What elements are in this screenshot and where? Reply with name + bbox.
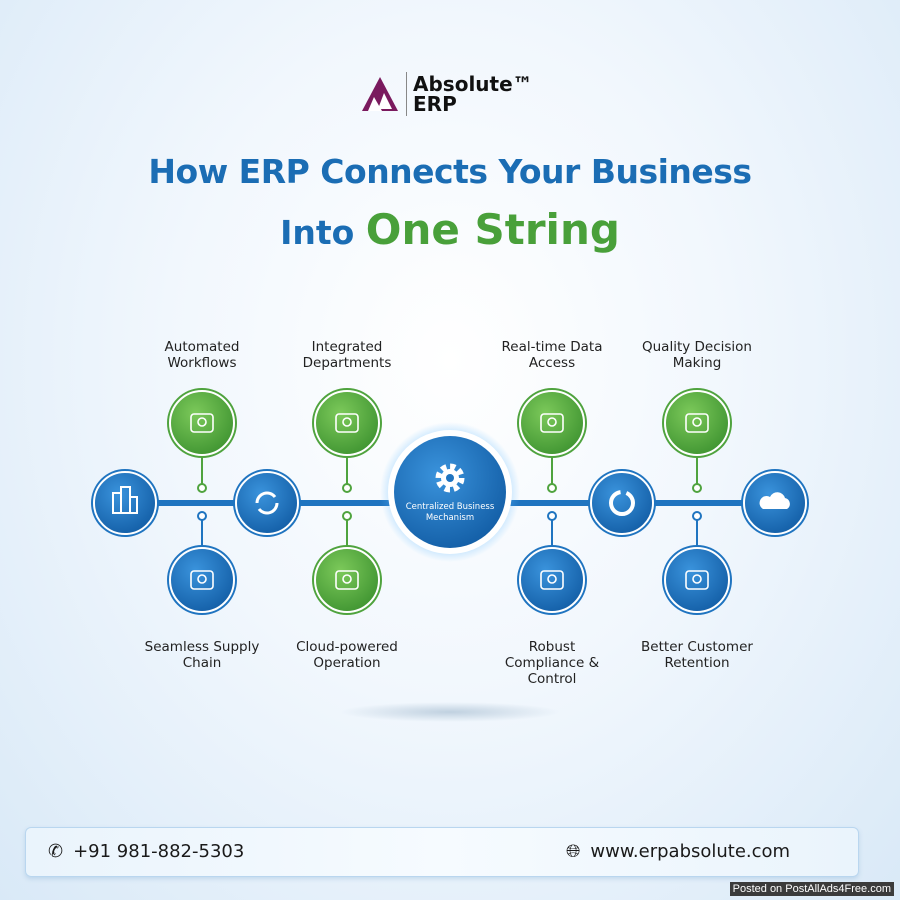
spine-node[interactable]	[233, 469, 301, 537]
connector-dot	[692, 483, 702, 493]
connector-dot	[342, 511, 352, 521]
feature-node-bottom[interactable]	[167, 545, 237, 615]
connector-dot	[342, 483, 352, 493]
feature-node-bottom[interactable]	[312, 545, 382, 615]
center-label: Centralized Business Mechanism	[405, 502, 495, 523]
feature-label-bottom: Cloud-powered Operation	[296, 639, 398, 671]
website-url: www.erpabsolute.com	[590, 841, 791, 862]
spine-node[interactable]	[588, 469, 656, 537]
title-highlight: One String	[365, 205, 620, 254]
feature-label-top: Quality Decision Making	[641, 339, 752, 371]
compliance-document-icon	[540, 570, 564, 590]
phone-number: +91 981-882-5303	[73, 841, 245, 862]
connector-dot	[197, 483, 207, 493]
title-prefix: Into	[280, 213, 355, 252]
feature-node-top[interactable]	[312, 388, 382, 458]
connector-dot	[547, 511, 557, 521]
phone-contact[interactable]: ✆ +91 981-882-5303	[48, 841, 244, 862]
center-node[interactable]	[380, 422, 520, 562]
workflow-gear-icon	[190, 413, 214, 433]
connector-dot	[692, 511, 702, 521]
connector-dot	[547, 483, 557, 493]
page-title-line2: Into One String	[0, 205, 900, 254]
sync-icon	[255, 491, 279, 515]
logo-sub: ERP	[413, 92, 457, 116]
connector-dot	[197, 511, 207, 521]
spine-node[interactable]	[91, 469, 159, 537]
feature-label-top: Automated Workflows	[164, 339, 240, 371]
decision-person-icon	[685, 413, 709, 433]
customer-hands-icon	[685, 570, 709, 590]
cloud-icon	[759, 492, 790, 509]
logo: Absolute™ ERP	[360, 72, 533, 116]
cloud-gear-icon	[335, 570, 359, 590]
feature-node-top[interactable]	[517, 388, 587, 458]
building-icon	[112, 486, 138, 514]
watermark: Posted on PostAllAds4Free.com	[729, 882, 894, 896]
feature-label-bottom: Better Customer Retention	[641, 639, 753, 671]
feature-label-top: Real-time Data Access	[501, 339, 603, 371]
feature-node-top[interactable]	[167, 388, 237, 458]
spine-node[interactable]	[741, 469, 809, 537]
feature-label-bottom: Robust Compliance & Control	[504, 639, 600, 687]
website-link[interactable]: 🌐︎ www.erpabsolute.com	[566, 841, 790, 862]
pie-chart-icon	[609, 490, 635, 516]
feature-node-bottom[interactable]	[517, 545, 587, 615]
feature-node-bottom[interactable]	[662, 545, 732, 615]
contact-bar: ✆ +91 981-882-5303 🌐︎ www.erpabsolute.co…	[25, 827, 859, 877]
globe-icon: 🌐︎	[566, 841, 581, 862]
dashboard-chart-icon	[540, 413, 564, 433]
feature-label-top: Integrated Departments	[302, 339, 392, 371]
feature-node-top[interactable]	[662, 388, 732, 458]
logo-mark-icon	[362, 77, 398, 111]
phone-icon: ✆	[48, 841, 64, 862]
gear-icon	[435, 463, 465, 493]
page-title-line1: How ERP Connects Your Business	[148, 152, 752, 191]
team-network-icon	[335, 413, 359, 433]
global-supply-icon	[190, 570, 214, 590]
feature-label-bottom: Seamless Supply Chain	[144, 639, 260, 671]
logo-name: Absolute™	[413, 72, 533, 96]
